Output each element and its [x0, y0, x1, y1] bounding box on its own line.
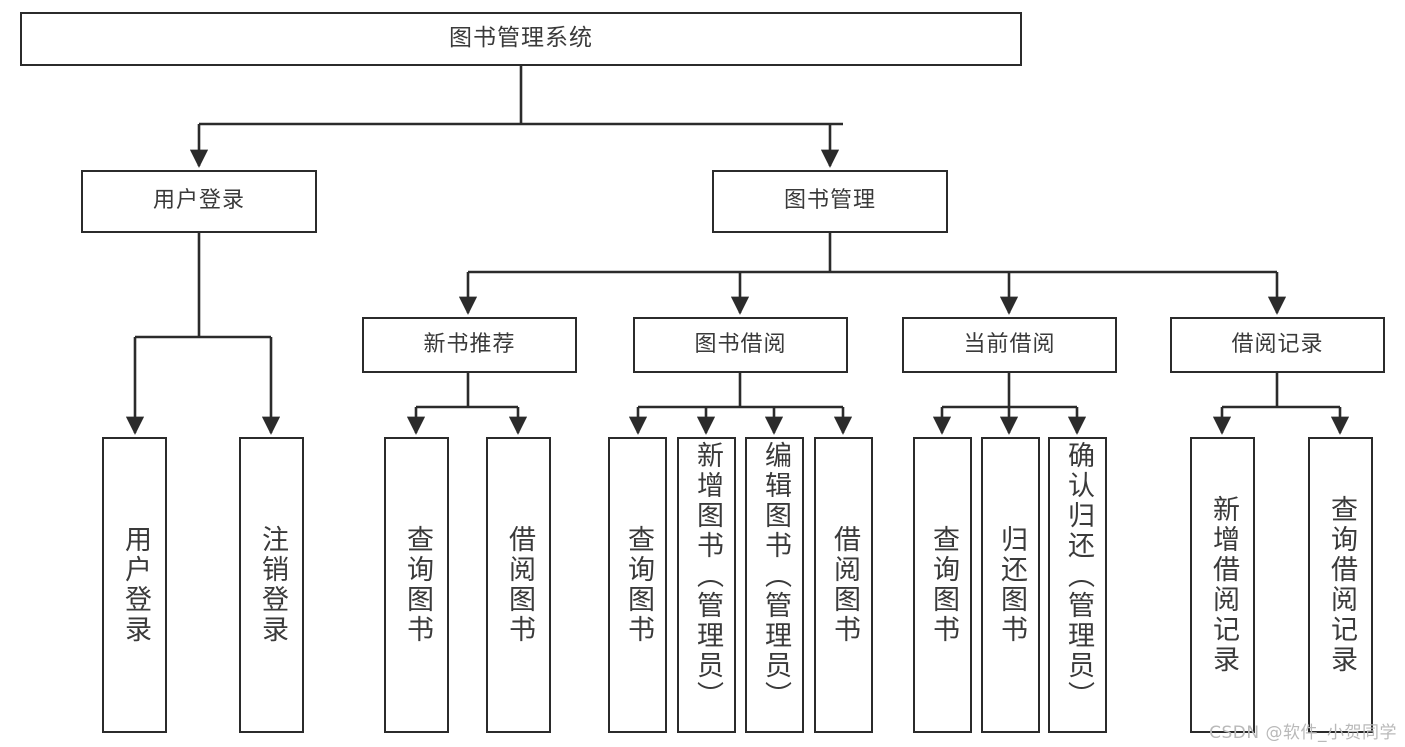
node-label: 借阅记录 — [1231, 331, 1324, 357]
node-book-management[interactable]: 图书管理 — [712, 170, 948, 233]
node-leaf-query-borrow-record[interactable]: 查询借阅记录 — [1308, 437, 1373, 733]
node-user-login[interactable]: 用户登录 — [81, 170, 317, 233]
node-leaf-logout[interactable]: 注销登录 — [239, 437, 304, 733]
node-new-book-recommend[interactable]: 新书推荐 — [362, 317, 577, 373]
node-leaf-borrow-book-borrow[interactable]: 借阅图书 — [814, 437, 873, 733]
node-leaf-confirm-return[interactable]: 确认归还（管理员） — [1048, 437, 1107, 733]
node-leaf-return-book[interactable]: 归还图书 — [981, 437, 1040, 733]
node-leaf-query-book-borrow[interactable]: 查询图书 — [608, 437, 667, 733]
node-label: 借阅图书 — [503, 525, 535, 645]
node-label: 查询图书 — [622, 525, 654, 645]
node-leaf-borrow-book-recommend[interactable]: 借阅图书 — [486, 437, 551, 733]
node-label: 借阅图书 — [828, 525, 860, 645]
node-label: 新增图书（管理员） — [691, 441, 723, 711]
node-label: 确认归还（管理员） — [1062, 441, 1094, 711]
node-current-borrow[interactable]: 当前借阅 — [902, 317, 1117, 373]
node-leaf-query-book-recommend[interactable]: 查询图书 — [384, 437, 449, 733]
node-label: 用户登录 — [119, 525, 151, 645]
node-label: 查询图书 — [927, 525, 959, 645]
node-leaf-query-book-current[interactable]: 查询图书 — [913, 437, 972, 733]
node-leaf-add-borrow-record[interactable]: 新增借阅记录 — [1190, 437, 1255, 733]
node-label: 图书借阅 — [694, 331, 787, 357]
node-label: 图书管理 — [783, 188, 876, 214]
node-label: 图书管理系统 — [449, 25, 593, 52]
node-label: 注销登录 — [256, 525, 288, 645]
node-root-book-management-system[interactable]: 图书管理系统 — [20, 12, 1022, 66]
node-leaf-add-book[interactable]: 新增图书（管理员） — [677, 437, 736, 733]
node-label: 用户登录 — [152, 188, 245, 214]
csdn-watermark: CSDN @软件_小贺同学 — [1209, 723, 1397, 743]
node-label: 编辑图书（管理员） — [759, 441, 791, 711]
node-leaf-user-login[interactable]: 用户登录 — [102, 437, 167, 733]
node-label: 新书推荐 — [423, 331, 516, 357]
node-label: 归还图书 — [995, 525, 1027, 645]
node-label: 查询图书 — [401, 525, 433, 645]
node-leaf-edit-book[interactable]: 编辑图书（管理员） — [745, 437, 804, 733]
node-label: 新增借阅记录 — [1207, 495, 1239, 675]
node-label: 当前借阅 — [963, 331, 1056, 357]
node-label: 查询借阅记录 — [1325, 495, 1357, 675]
node-book-borrow[interactable]: 图书借阅 — [633, 317, 848, 373]
node-borrow-record[interactable]: 借阅记录 — [1170, 317, 1385, 373]
